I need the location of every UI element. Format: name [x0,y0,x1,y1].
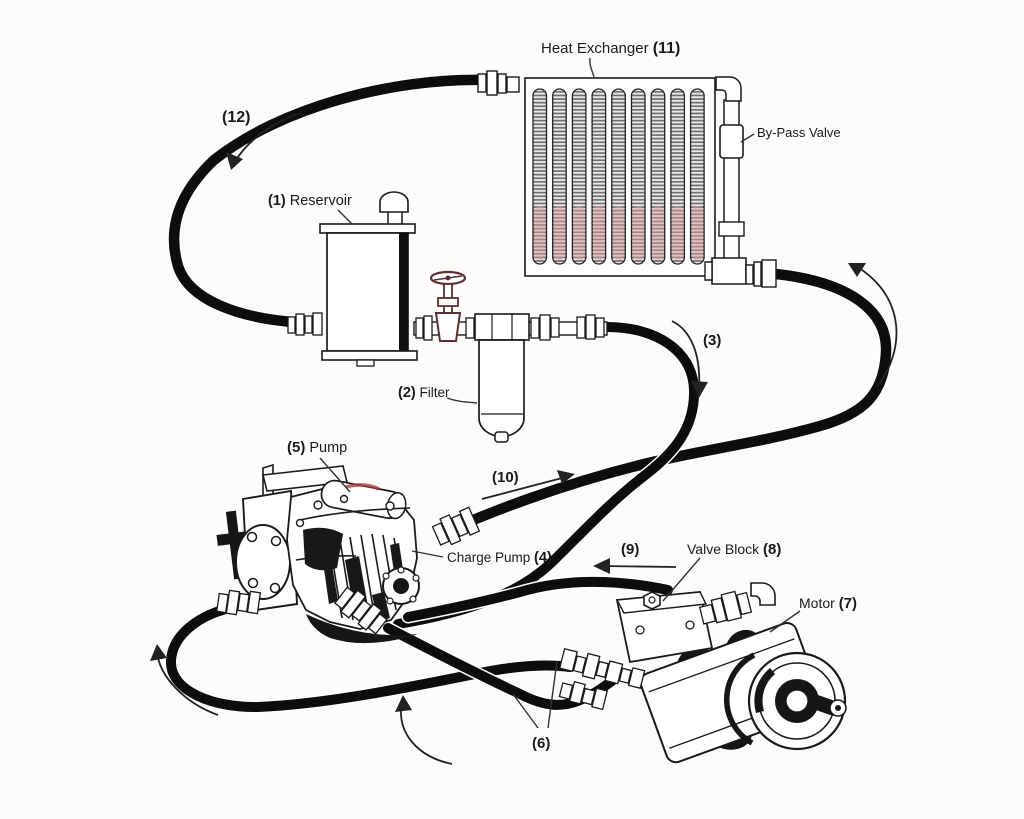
svg-text:By-Pass Valve: By-Pass Valve [757,125,841,140]
svg-text:(1) Reservoir: (1) Reservoir [268,193,352,209]
svg-text:(10): (10) [492,469,519,486]
svg-text:(3): (3) [703,332,721,349]
svg-text:(5) Pump: (5) Pump [287,439,347,456]
svg-text:(12): (12) [222,109,250,126]
svg-text:Heat Exchanger (11): Heat Exchanger (11) [541,40,680,57]
svg-text:Charge Pump (4): Charge Pump (4) [447,550,552,566]
svg-text:Valve Block (8): Valve Block (8) [687,541,781,558]
svg-text:Motor (7): Motor (7) [799,595,857,612]
svg-text:(6): (6) [532,735,550,752]
svg-text:(2) Filter: (2) Filter [398,385,450,401]
svg-text:(9): (9) [621,541,639,558]
